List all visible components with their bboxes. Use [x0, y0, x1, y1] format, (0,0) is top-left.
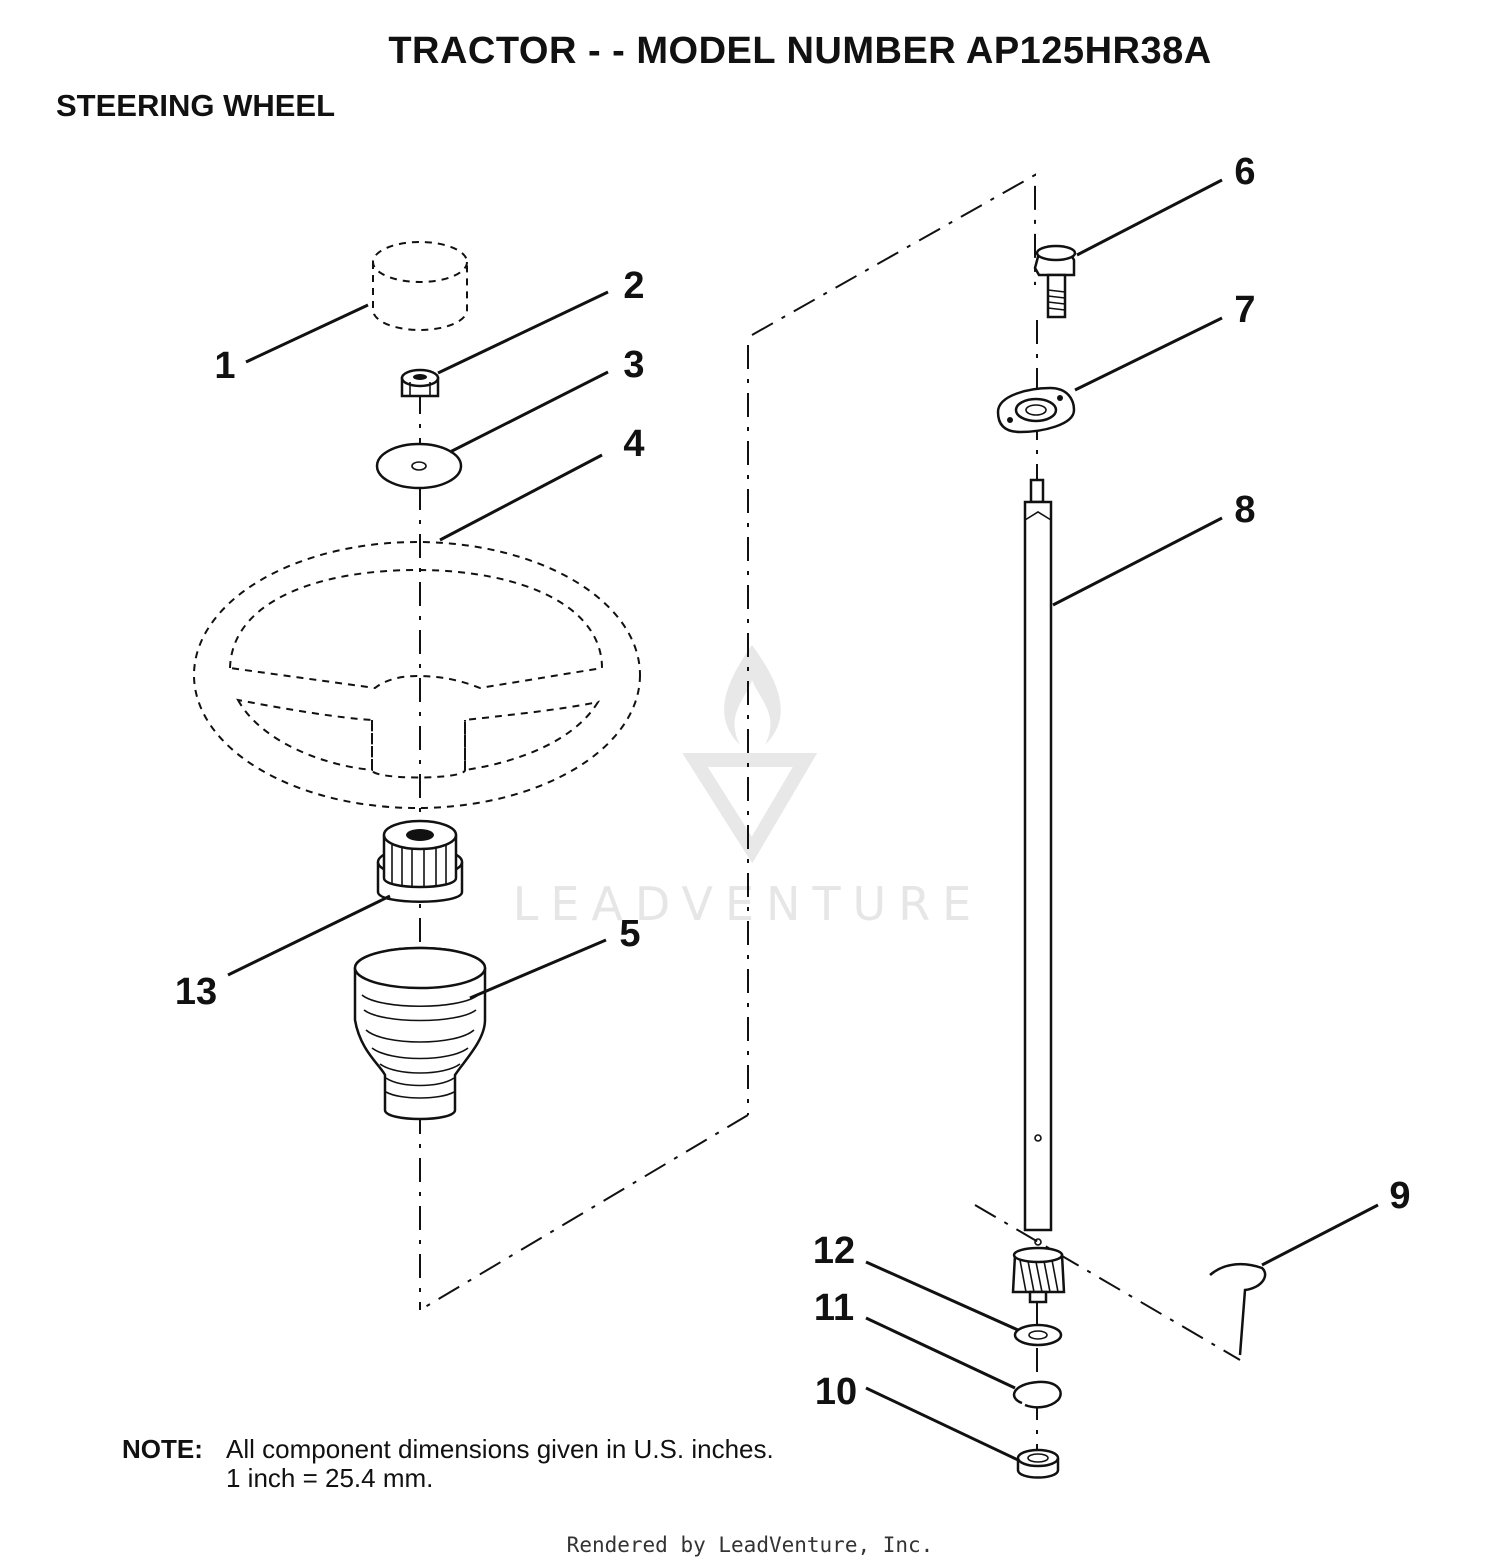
part-4-steering-wheel — [193, 541, 641, 809]
flame-icon — [724, 645, 781, 745]
callout-3: 3 — [623, 344, 644, 386]
part-9-hairpin-clip — [1209, 1262, 1267, 1356]
leader-lines — [227, 178, 1379, 1462]
chevron-logo-icon — [682, 753, 818, 864]
part-5-bellows-boot — [353, 946, 487, 1121]
callout-7: 7 — [1234, 289, 1255, 331]
part-8-steering-shaft — [1023, 478, 1053, 1232]
frame-outline-bottom — [419, 1114, 749, 1311]
pinion-gear — [1011, 1238, 1066, 1304]
note-label: NOTE: — [122, 1434, 203, 1464]
frame-outline-top — [751, 173, 1036, 336]
note-body: All component dimensions given in U.S. i… — [226, 1435, 774, 1493]
part-13-splined-adapter — [376, 819, 464, 903]
note-line-2: 1 inch = 25.4 mm. — [226, 1463, 434, 1493]
callout-5: 5 — [619, 913, 640, 955]
rendered-by-footer: Rendered by LeadVenture, Inc. — [566, 1533, 934, 1557]
leadventure-watermark: LEADVENTURE — [513, 645, 984, 931]
part-12-washer — [1013, 1323, 1063, 1347]
callout-8: 8 — [1234, 489, 1255, 531]
section-title: STEERING WHEEL — [56, 88, 336, 123]
part-11-retaining-ring — [1012, 1380, 1062, 1409]
callout-2: 2 — [623, 265, 644, 307]
callout-6: 6 — [1234, 151, 1255, 193]
part-7-flange-bearing — [996, 386, 1076, 434]
part-1-cap — [372, 241, 468, 331]
callout-10: 10 — [815, 1371, 857, 1413]
callout-numbers: 1 2 3 4 5 6 7 8 9 10 11 12 13 — [175, 151, 1411, 1413]
callout-4: 4 — [623, 423, 644, 465]
dimension-note: NOTE: All component dimensions given in U… — [122, 1435, 774, 1493]
callout-1: 1 — [214, 345, 235, 387]
frame-outline-base — [974, 1204, 1241, 1361]
note-line-1: All component dimensions given in U.S. i… — [226, 1434, 774, 1464]
part-10-bushing — [1016, 1448, 1060, 1479]
callout-9: 9 — [1389, 1175, 1410, 1217]
page-title: TRACTOR - - MODEL NUMBER AP125HR38A — [388, 30, 1212, 72]
callout-11: 11 — [814, 1287, 854, 1329]
part-3-washer — [375, 442, 463, 490]
callout-13: 13 — [175, 971, 217, 1013]
callout-12: 12 — [813, 1230, 855, 1272]
watermark-text: LEADVENTURE — [513, 877, 984, 931]
part-2-nut — [400, 368, 440, 398]
part-6-bolt — [1033, 244, 1077, 319]
